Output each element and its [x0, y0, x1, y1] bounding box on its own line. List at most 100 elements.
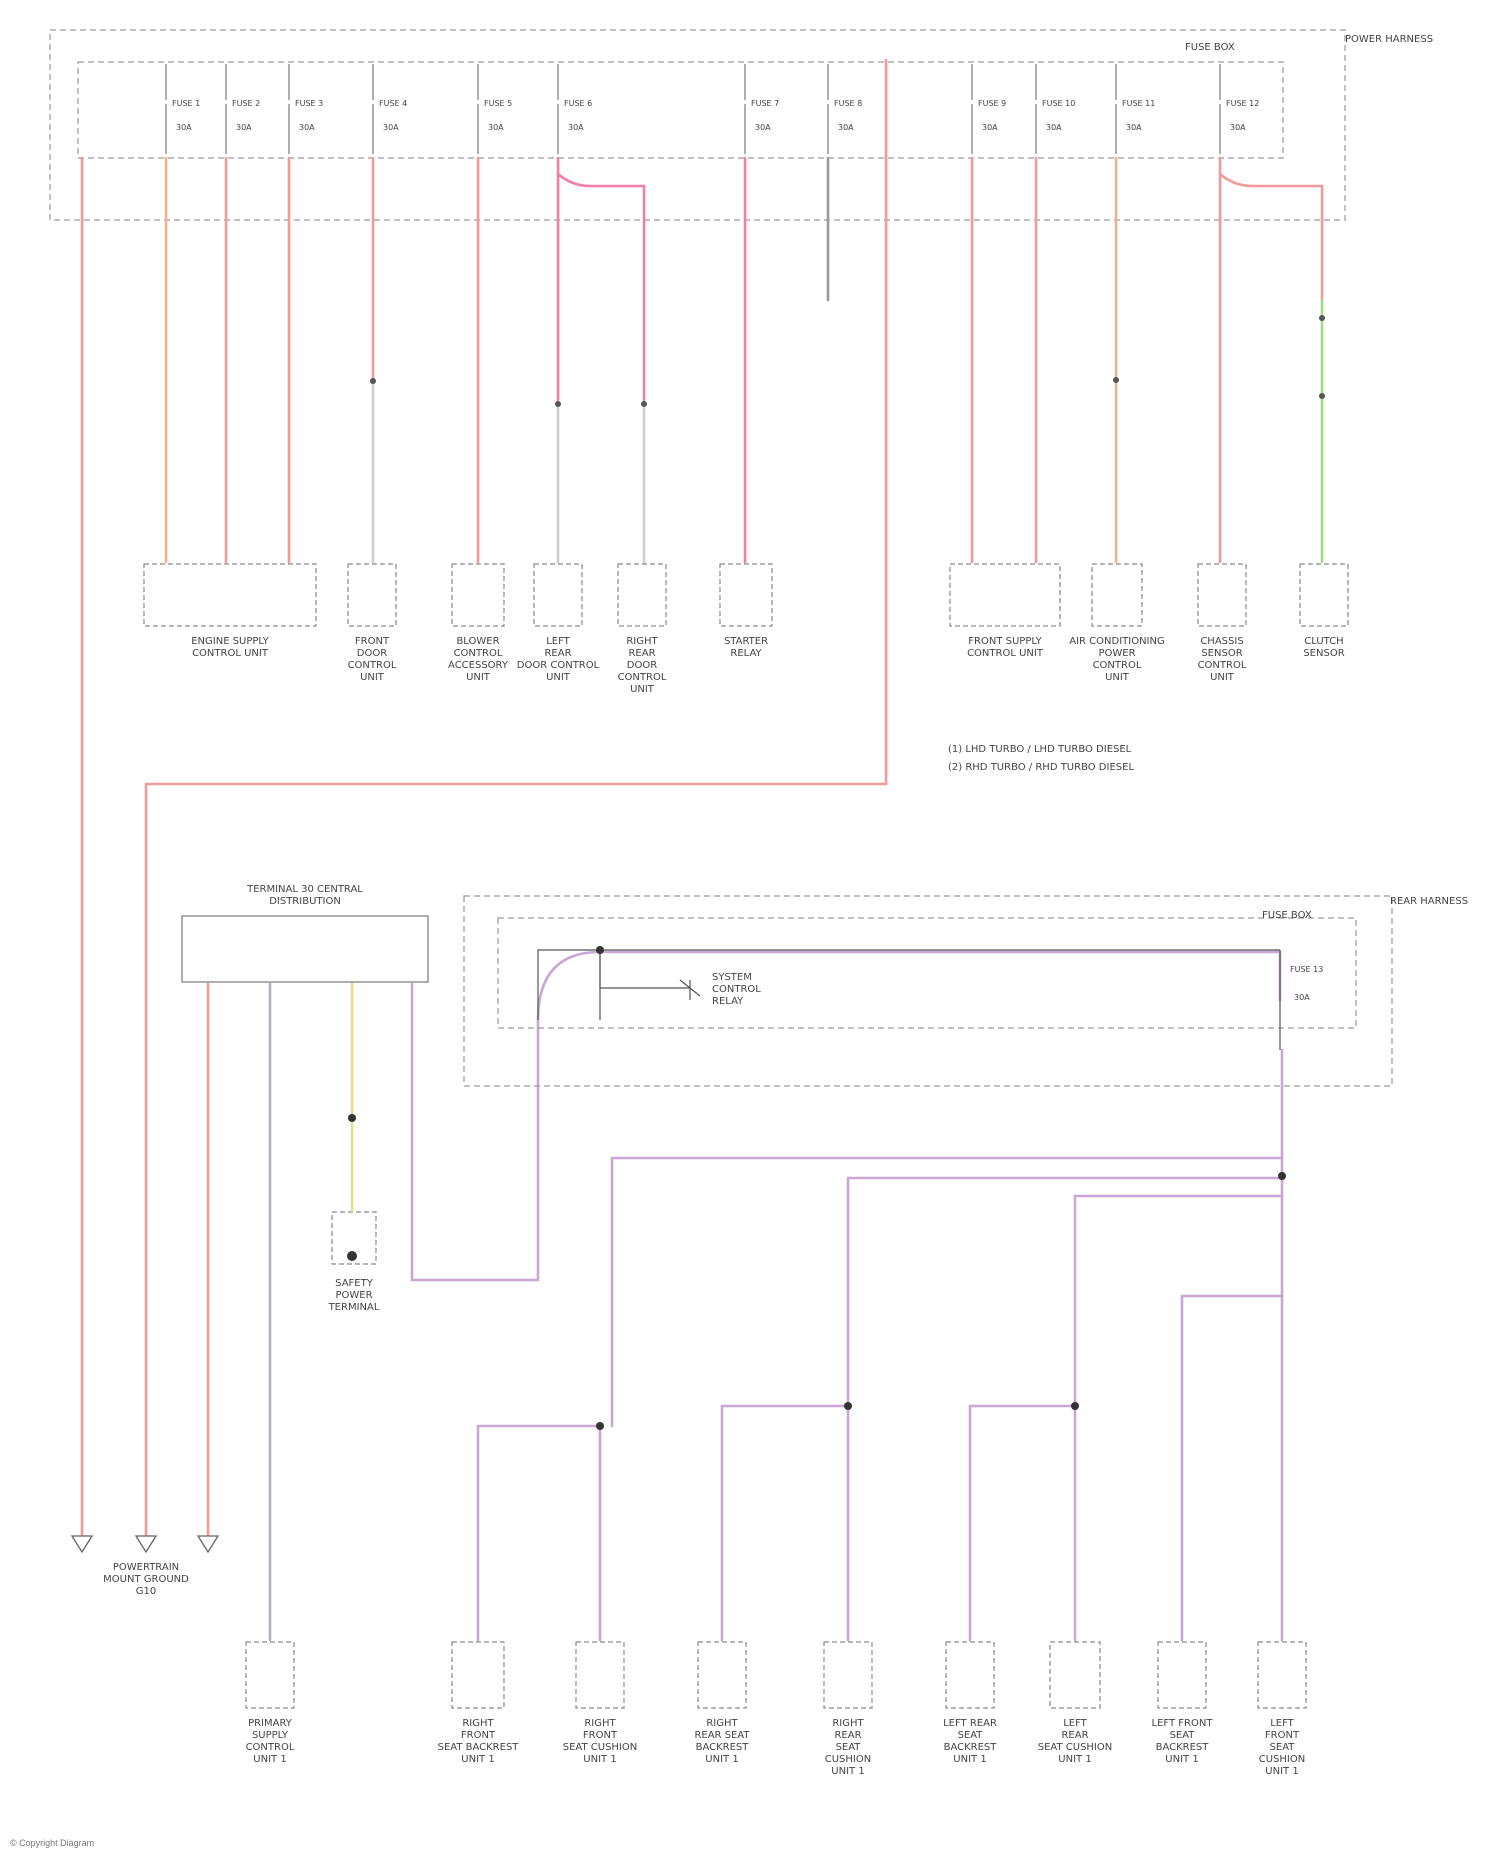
rear-fuse-amp: 30A	[1294, 993, 1310, 1002]
fuse-3-amp: 30A	[299, 123, 315, 132]
top-wires	[82, 60, 1322, 1535]
wire-rr-backrest	[722, 1406, 848, 1640]
front-door-unit-box	[348, 564, 396, 626]
note-1: (1) LHD TURBO / LHD TURBO DIESEL	[948, 744, 1132, 755]
engine-supply-unit-box	[144, 564, 316, 626]
top-fuse-labels: FUSE 1 FUSE 2 FUSE 3 FUSE 4 FUSE 5 FUSE …	[172, 99, 1259, 132]
left-rear-door-unit-box	[534, 564, 582, 626]
front-supply-unit-box	[950, 564, 1060, 626]
wire-bus-4	[1182, 1296, 1282, 1640]
rear-fuse-wiring	[538, 950, 1280, 1050]
rr-cushion-box	[824, 1642, 872, 1708]
fuse-6-amp: 30A	[568, 123, 584, 132]
wire-lr-backrest	[970, 1406, 1075, 1640]
top-components	[144, 564, 1348, 626]
rear-fuse-box	[464, 896, 1392, 1086]
rear-harness-label: REAR HARNESS	[1390, 896, 1468, 907]
top-fuses	[166, 64, 1220, 154]
relay-symbol	[680, 980, 700, 1000]
safety-sensor-node	[347, 1251, 357, 1261]
wire-bus-3	[1075, 1196, 1282, 1406]
fuse-1-label: FUSE 1	[172, 99, 200, 108]
rf-cushion-label: RIGHTFRONTSEAT CUSHIONUNIT 1	[563, 1718, 638, 1765]
lf-backrest-box	[1158, 1642, 1206, 1708]
rf-cushion-box	[576, 1642, 624, 1708]
lr-cushion-box	[1050, 1642, 1100, 1708]
rr-backrest-box	[698, 1642, 746, 1708]
rear-fuse-box-label: FUSE BOX	[1262, 910, 1312, 921]
fuse-12-label: FUSE 12	[1226, 99, 1259, 108]
wire-bus-2	[848, 1178, 1282, 1406]
fuse-4-label: FUSE 4	[379, 99, 407, 108]
fuse-3-label: FUSE 3	[295, 99, 323, 108]
central-distribution-module	[182, 916, 428, 982]
ground-icon	[198, 1536, 218, 1552]
fuse-8-amp: 30A	[838, 123, 854, 132]
bottom-components	[246, 1642, 1306, 1708]
yellow-wire-node	[348, 1114, 356, 1122]
blower-unit-box	[452, 564, 504, 626]
wire-fuse-14-branch	[1220, 174, 1322, 300]
fuse-10-amp: 30A	[1046, 123, 1062, 132]
clutch-sensor-box	[1300, 564, 1348, 626]
rf-backrest-box	[452, 1642, 504, 1708]
fuse-11-amp: 30A	[1126, 123, 1142, 132]
fuse-5-amp: 30A	[488, 123, 504, 132]
rear-fuse-label: FUSE 13	[1290, 965, 1323, 974]
right-rear-door-unit-box	[618, 564, 666, 626]
top-inline-connectors	[370, 315, 1325, 407]
starter-relay-box	[720, 564, 772, 626]
top-notes: (1) LHD TURBO / LHD TURBO DIESEL (2) RHD…	[948, 744, 1134, 773]
fuse-6-label: FUSE 6	[564, 99, 592, 108]
primary-supply-box	[246, 1642, 294, 1708]
relay-node	[596, 946, 604, 954]
fuse-12-amp: 30A	[1230, 123, 1246, 132]
fuse-11-label: FUSE 11	[1122, 99, 1155, 108]
fuse-9-label: FUSE 9	[978, 99, 1006, 108]
ac-unit-box	[1092, 564, 1142, 626]
lr-backrest-box	[946, 1642, 994, 1708]
ground-symbols	[72, 1536, 218, 1552]
fuse-2-amp: 30A	[236, 123, 252, 132]
fuse-1-amp: 30A	[176, 123, 192, 132]
wire-rf-backrest	[478, 1426, 600, 1640]
wire-fuse-9	[146, 60, 886, 1535]
lf-cushion-box	[1258, 1642, 1306, 1708]
top-fuse-box-label: FUSE BOX	[1185, 42, 1235, 53]
fuse-7-amp: 30A	[755, 123, 771, 132]
central-distribution-title: TERMINAL 30 CENTRALDISTRIBUTION	[246, 884, 363, 907]
fuse-4-amp: 30A	[383, 123, 399, 132]
fuse-9-amp: 30A	[982, 123, 998, 132]
wire-fuse-6-branch	[558, 174, 644, 400]
note-2: (2) RHD TURBO / RHD TURBO DIESEL	[948, 762, 1134, 773]
ground-icon	[72, 1536, 92, 1552]
bottom-wires	[478, 1050, 1282, 1640]
ground-icon	[136, 1536, 156, 1552]
chassis-sensor-unit-box	[1198, 564, 1246, 626]
fuse-2-label: FUSE 2	[232, 99, 260, 108]
